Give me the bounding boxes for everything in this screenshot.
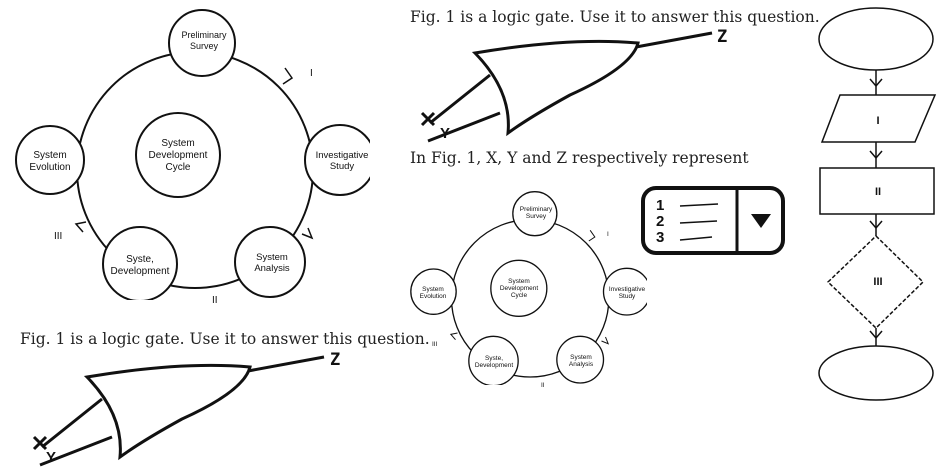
- arrow-label-i-small: I: [607, 231, 609, 238]
- arrow-label-iii-small: III: [432, 341, 438, 348]
- triangle-down-icon[interactable]: [751, 214, 771, 228]
- flowchart-start-terminal: [818, 7, 934, 71]
- logic-gate-bottom: Z Y: [32, 350, 340, 467]
- cycle-label-development-small: Syste,Development: [475, 355, 513, 369]
- gate-output-label-z-top: Z: [717, 27, 727, 47]
- flowchart-process-rectangle: [819, 167, 935, 215]
- arrow-label-ii-small: II: [541, 382, 545, 389]
- arrow-label-iii: III: [54, 231, 62, 242]
- dropdown-option-2[interactable]: 2: [656, 213, 664, 230]
- flowchart-decision-diamond: [826, 234, 925, 330]
- flowchart: [818, 7, 937, 401]
- arrow-label-i: I: [310, 68, 313, 79]
- flowchart-input-parallelogram: [820, 94, 937, 143]
- dropdown-option-3[interactable]: 3: [656, 229, 664, 246]
- answer-dropdown[interactable]: 1 2 3: [641, 186, 785, 255]
- arrow-label-ii: II: [212, 295, 218, 306]
- gate-caption-top: Fig. 1 is a logic gate. Use it to answer…: [410, 8, 820, 26]
- gate-input-label-y-top: Y: [440, 125, 450, 142]
- logic-gate-top: Z Y: [420, 27, 727, 143]
- flowchart-label-iii: III: [873, 276, 882, 288]
- flowchart-label-i: I: [876, 115, 879, 127]
- gate-input-label-y-bottom: Y: [46, 449, 56, 466]
- flowchart-end-terminal: [818, 345, 934, 401]
- question-caption: In Fig. 1, X, Y and Z respectively repre…: [410, 149, 749, 167]
- gate-caption-bottom: Fig. 1 is a logic gate. Use it to answer…: [20, 330, 430, 348]
- gate-output-label-z-bottom: Z: [330, 350, 340, 370]
- cycle-label-development: Syste,Development: [111, 254, 170, 277]
- flowchart-label-ii: II: [875, 186, 881, 198]
- dropdown-option-1[interactable]: 1: [656, 197, 664, 214]
